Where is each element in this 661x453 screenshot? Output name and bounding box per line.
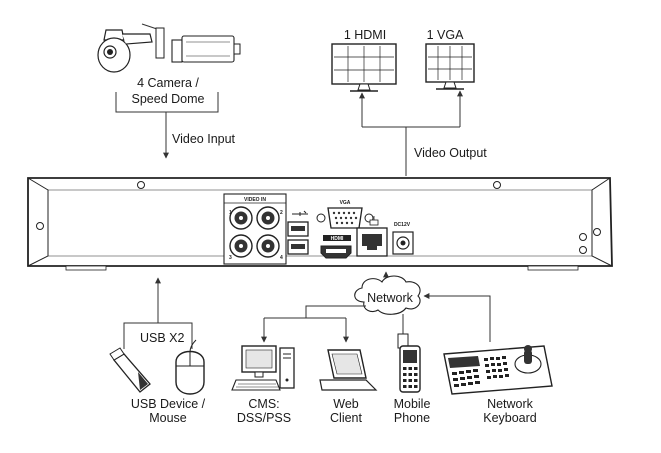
mobile-client: Mobile Phone [394,333,431,425]
hdmi-port-label: HDMI [331,236,344,242]
usb-stick-icon [109,347,151,393]
cms-label-line2: DSS/PSS [237,411,291,425]
keyboard-client: Network Keyboard [443,345,553,425]
vga-monitor-label: 1 VGA [427,28,464,42]
hdmi-monitor-label: 1 HDMI [344,28,386,42]
camera-group: 4 Camera / Speed Dome Video Input [97,23,241,159]
speed-dome-icon [97,23,165,73]
mobile-label-line2: Phone [394,411,430,425]
laptop-icon [319,349,378,391]
network-keyboard-icon [443,345,553,395]
camera-label-line2: Speed Dome [132,92,205,106]
usb-device-label-line2: Mouse [149,411,187,425]
bnc-connector-icon [229,206,280,258]
usb-device-label-line1: USB Device / [131,397,206,411]
vga-port-label: VGA [340,200,351,206]
mouse-icon [175,339,205,395]
dvr-rear-panel: VIDEO IN 1 2 3 4 [27,177,613,271]
hdmi-monitor-icon [331,43,397,92]
keyboard-label-line1: Network [487,397,534,411]
power-port: DC12V [392,222,414,255]
usb-group: USB X2 USB Device / Mouse [109,277,206,425]
network-cloud-icon [354,275,421,315]
cms-client: CMS: DSS/PSS [231,345,295,425]
network-icon [369,216,379,226]
keyboard-label-line2: Keyboard [483,411,537,425]
usb-icon [292,210,308,216]
video-in-label: VIDEO IN [244,197,266,203]
mobile-phone-icon [397,333,421,393]
vga-monitor-icon [425,43,475,90]
video-in-bnc-block: VIDEO IN 1 2 3 4 [223,193,287,265]
svg-text:2: 2 [280,210,283,216]
svg-text:3: 3 [229,255,232,261]
video-output-label: Video Output [414,146,487,160]
camera-label-line1: 4 Camera / [137,76,199,90]
web-client: Web Client [319,349,378,425]
lan-port [356,216,388,257]
video-input-label: Video Input [172,132,236,146]
svg-text:1: 1 [229,210,232,216]
mobile-label-line1: Mobile [394,397,431,411]
svg-text:4: 4 [280,255,283,261]
desktop-pc-icon [231,345,295,391]
web-label-line1: Web [333,397,359,411]
hdmi-port: HDMI [320,235,352,259]
usb-ports [287,210,309,255]
power-label: DC12V [394,222,411,228]
cms-label-line1: CMS: [248,397,279,411]
network-label: Network [367,291,414,305]
box-camera-icon [171,35,241,63]
web-label-line2: Client [330,411,362,425]
monitor-group: 1 HDMI 1 VGA Video Output [331,28,487,176]
vga-port: VGA [316,200,374,229]
network-group: Network [261,271,491,343]
usb-link-label: USB X2 [140,331,185,345]
